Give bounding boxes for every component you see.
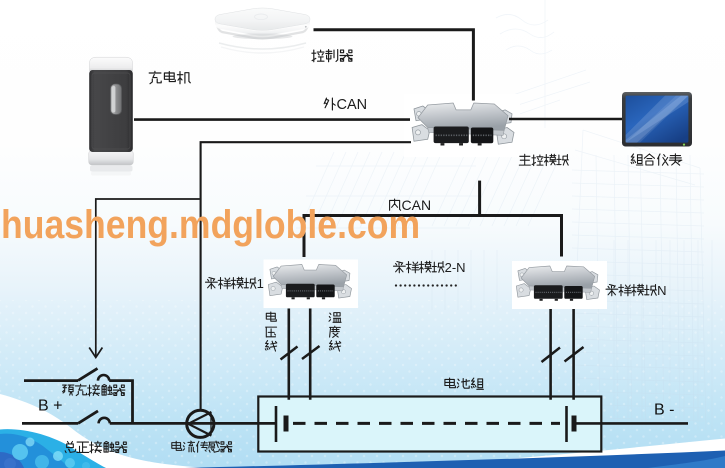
svg-text:N: N <box>657 283 666 298</box>
svg-text:B +: B + <box>38 398 62 415</box>
svg-text:B -: B - <box>654 402 674 419</box>
svg-text:2-N: 2-N <box>445 260 466 275</box>
svg-text:1: 1 <box>257 276 264 291</box>
svg-text:CAN: CAN <box>337 97 368 113</box>
svg-text:CAN: CAN <box>402 197 432 213</box>
